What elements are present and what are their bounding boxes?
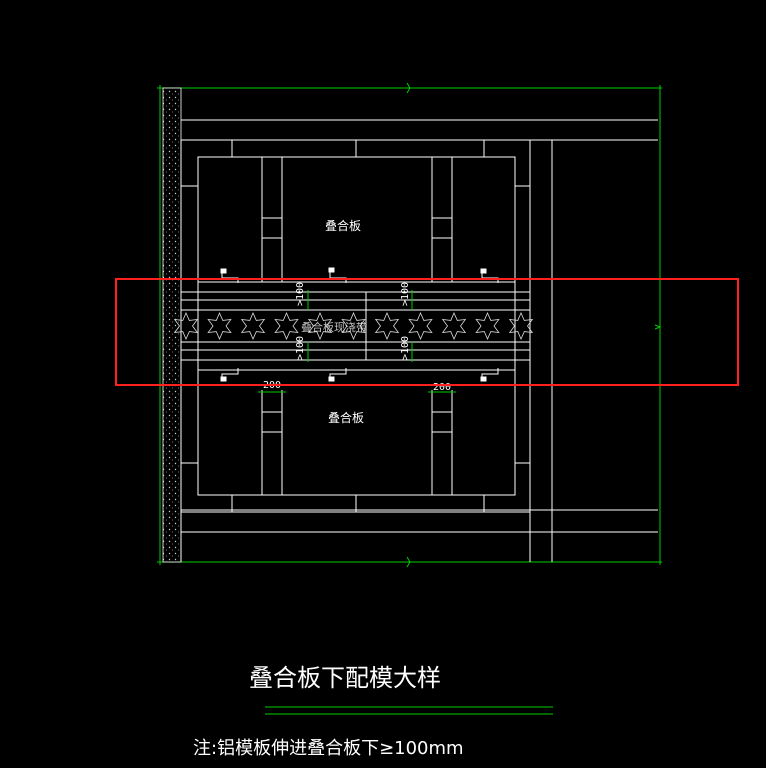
dim-gt100-upper-right: >100 xyxy=(400,282,411,306)
upper-slab-label: 叠合板 xyxy=(325,218,361,233)
drawing-title: 叠合板下配模大样 xyxy=(249,664,441,692)
hatch-star xyxy=(508,312,534,340)
hatch-star xyxy=(408,312,433,340)
hatch-star xyxy=(240,312,266,340)
dim-200-right: 200 xyxy=(433,382,451,393)
hatch-star xyxy=(475,312,500,340)
upper-slab xyxy=(197,156,516,283)
hatch-star xyxy=(274,312,299,340)
dim-gt100-upper-left: >100 xyxy=(295,282,306,306)
hatch-star xyxy=(307,312,333,340)
cast-in-place-strip xyxy=(181,282,530,370)
lower-slab-label: 叠合板 xyxy=(328,410,364,425)
title-underline xyxy=(265,706,553,715)
strip-label: 叠合板现浇带 xyxy=(301,320,367,334)
dim-gt100-lower-left: >100 xyxy=(295,336,306,360)
hatch-star xyxy=(207,312,232,340)
structural-outline xyxy=(180,119,658,562)
hatch-star xyxy=(374,312,400,340)
strip-star-hatch xyxy=(173,312,534,340)
hatch-star xyxy=(441,312,467,340)
lower-slab xyxy=(197,369,516,496)
drawing-note: 注:铝模板伸进叠合板下≥100mm xyxy=(193,738,464,759)
hatch-star xyxy=(173,312,199,340)
outer-dimension-frame xyxy=(157,82,662,568)
dim-gt100-lower-right: >100 xyxy=(400,336,411,360)
highlight-rectangle xyxy=(115,278,739,386)
dimension-ticks xyxy=(258,290,456,393)
hatch-star xyxy=(341,312,366,340)
